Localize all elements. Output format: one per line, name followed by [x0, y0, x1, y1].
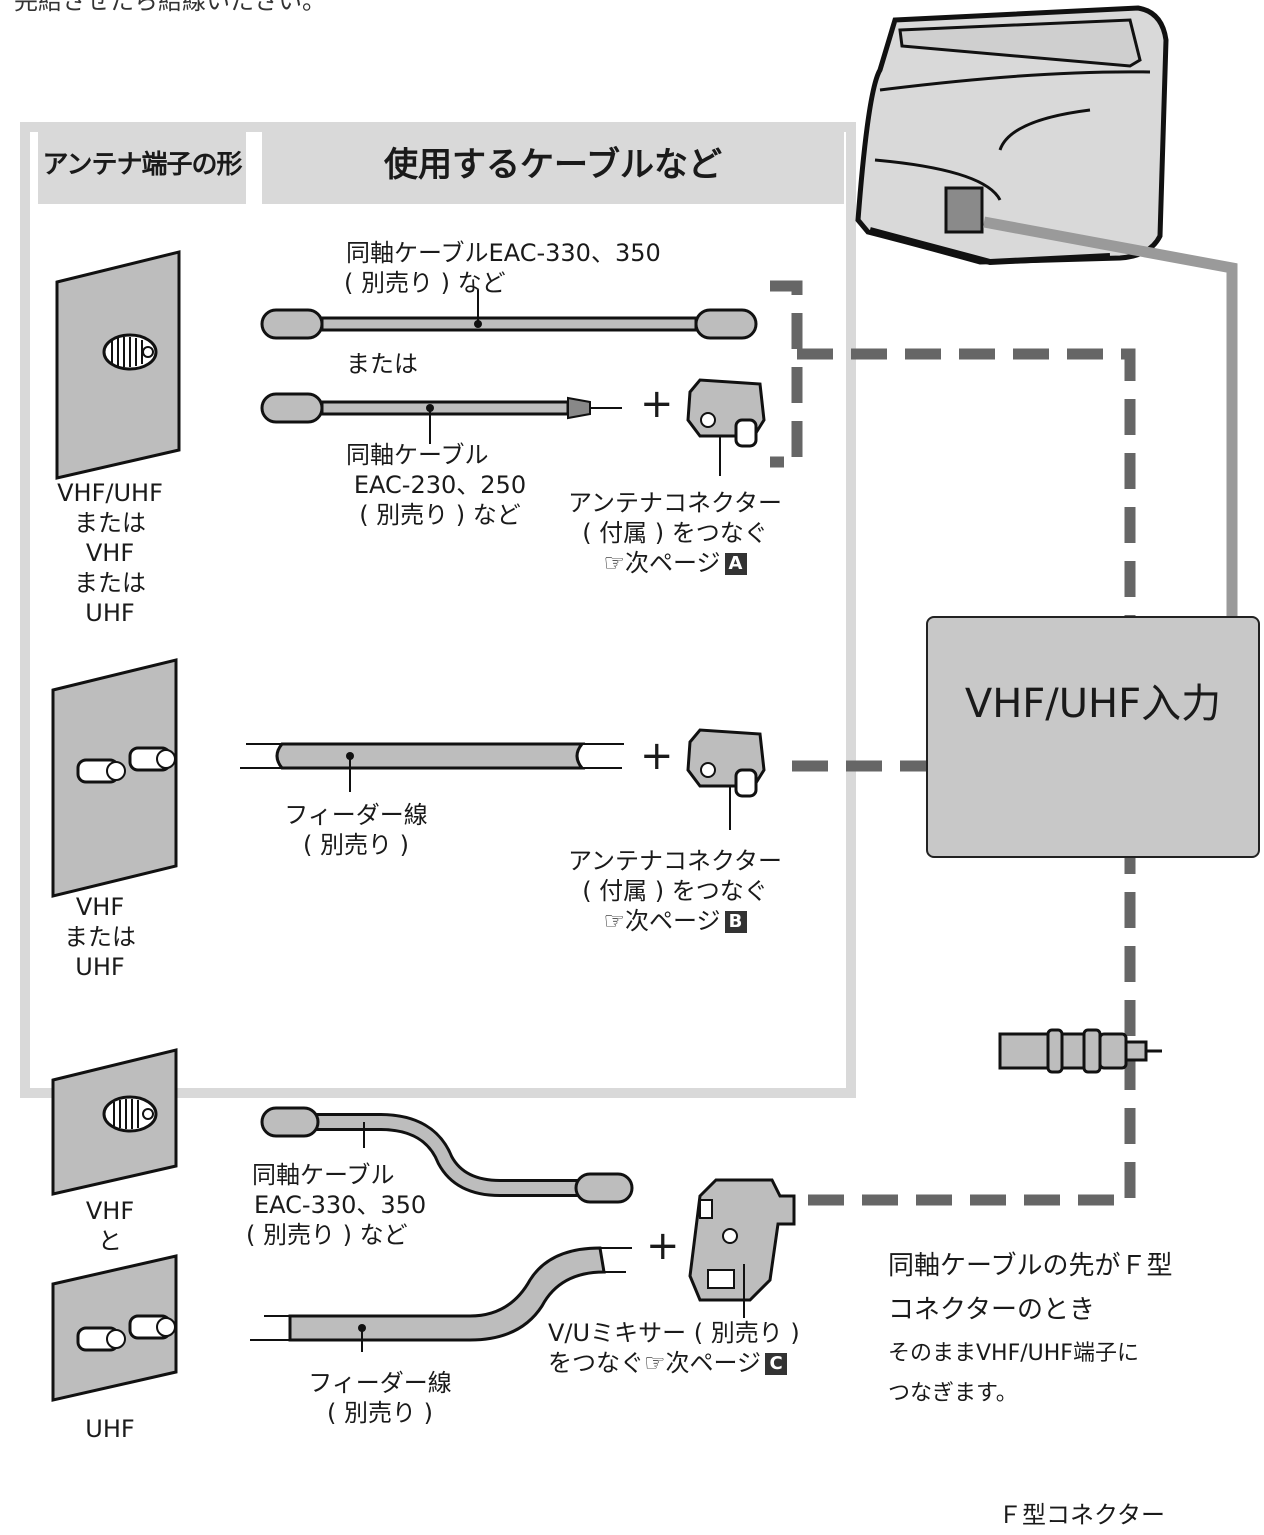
f-connector-note-body-2: つなぎます。	[888, 1381, 1018, 1406]
badge-a: A	[724, 553, 747, 575]
wall-plate-b	[51, 658, 178, 898]
badge-c: C	[765, 1353, 788, 1375]
f-connector-note-title-1: 同軸ケーブルの先がＦ型	[888, 1251, 1173, 1281]
f-connector-note-body-1: そのままVHF/UHF端子に	[888, 1341, 1139, 1366]
terminal-shape-header: アンテナ端子の形	[38, 126, 246, 204]
terminal-c-top-label: VHF と	[85, 1197, 135, 1255]
cable-230-label: 同軸ケーブル EAC-230、250 ( 別売り ) など	[346, 441, 527, 529]
wall-plate-c-vhf	[51, 1048, 178, 1196]
tv-input-label: VHF/UHF入力	[964, 681, 1222, 727]
tv-input-port	[944, 186, 984, 234]
feeder-b-label: フィーダー線 ( 別売り )	[284, 801, 428, 859]
plus-sign-c: +	[646, 1223, 680, 1269]
feeder-wire-c	[250, 1246, 632, 1352]
f-connector-note-title-2: コネクターのとき	[888, 1295, 1095, 1325]
dash-bracket-a	[770, 280, 803, 468]
antenna-connector-b	[686, 728, 766, 830]
dash-line-a	[797, 348, 1136, 620]
antenna-connector-a	[686, 378, 766, 476]
coax-cable-230	[260, 392, 622, 444]
coax-cable-c	[260, 1106, 634, 1204]
dash-line-c	[808, 850, 1136, 1206]
f-connector-caption: Ｆ型コネクター	[998, 1501, 1166, 1529]
tv-set	[855, 5, 1169, 266]
feeder-c-label: フィーダー線 ( 別売り )	[308, 1369, 452, 1427]
tv-input-panel: VHF/UHF入力	[926, 616, 1260, 858]
terminal-c-bottom-label: UHF	[85, 1415, 135, 1443]
cable-header: 使用するケーブルなど	[262, 126, 844, 204]
terminal-b-label: VHF または UHF	[64, 893, 136, 981]
wall-plate-c-uhf	[51, 1254, 178, 1402]
badge-b: B	[724, 911, 747, 933]
plus-sign-b: +	[640, 733, 674, 779]
top-note: 完結させたら結線いたさい。	[14, 0, 326, 15]
cable-330-sold-separately: ( 別売り ) など	[344, 269, 506, 297]
vu-mixer	[688, 1178, 796, 1318]
terminal-a-label: VHF/UHF または VHF または UHF	[57, 479, 163, 627]
coax-cable-330	[260, 290, 758, 340]
or-label: または	[346, 350, 418, 378]
cable-c-label: 同軸ケーブル EAC-330、350 ( 別売り ) など	[246, 1161, 427, 1249]
feeder-wire-b	[240, 742, 624, 792]
f-type-connector	[998, 1028, 1162, 1074]
wall-plate-a	[55, 250, 181, 480]
cable-330-label: 同軸ケーブルEAC-330、350	[346, 239, 661, 267]
plus-sign-a: +	[640, 381, 674, 427]
